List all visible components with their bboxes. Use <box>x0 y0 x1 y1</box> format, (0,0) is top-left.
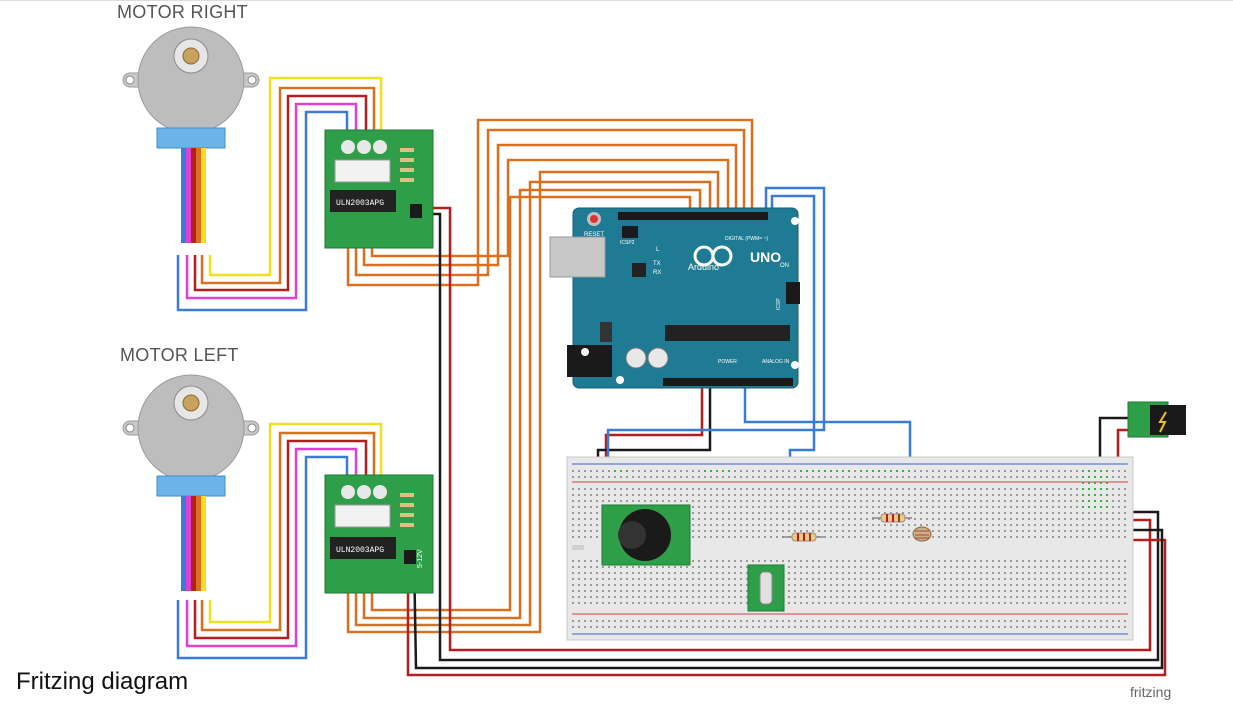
reset-label: RESET <box>584 232 604 238</box>
stepper-motor-left[interactable] <box>122 374 260 591</box>
power-header-label: POWER <box>718 359 737 365</box>
diagram-caption: Fritzing diagram <box>16 668 189 695</box>
stepper-driver-right[interactable]: ULN2003APG <box>324 129 434 249</box>
photoresistor[interactable] <box>912 526 932 542</box>
motor-left-label: MOTOR LEFT <box>120 345 239 365</box>
driver-power-wires <box>406 206 1167 677</box>
on-label: ON <box>780 263 789 269</box>
motor-right-wires <box>176 76 383 312</box>
driver-voltage-label: 5-12V <box>417 549 424 568</box>
rx-label: RX <box>653 270 661 276</box>
buzzer[interactable] <box>601 504 691 566</box>
motor-left-wires <box>176 422 383 660</box>
icsp-label: ICSP <box>776 298 782 310</box>
stepper-driver-left[interactable]: ULN2003APG 5-12V <box>324 474 434 594</box>
driver-chip-label-2: ULN2003APG <box>336 546 384 555</box>
power-jack[interactable] <box>1127 401 1186 438</box>
fritzing-logo: fritzing <box>1130 684 1172 700</box>
tx-label: TX <box>653 261 661 267</box>
driver-chip-label: ULN2003APG <box>336 199 384 208</box>
stepper-motor-right[interactable] <box>122 26 260 243</box>
motor-right-label: MOTOR RIGHT <box>117 2 248 22</box>
arduino-brand-label: Arduino <box>688 262 719 272</box>
control-wires <box>346 118 754 634</box>
icsp2-label: ICSP2 <box>620 240 635 246</box>
digital-header-label: DIGITAL (PWM= ~) <box>725 236 768 242</box>
arduino-uno-board[interactable]: RESET Arduino UNO DIGITAL (PWM= ~) ANALO… <box>549 207 800 389</box>
resistor-2[interactable] <box>872 513 912 523</box>
l-label: L <box>656 247 660 253</box>
analog-header-label: ANALOG IN <box>762 359 790 365</box>
resistor-1[interactable] <box>782 532 824 542</box>
switch-module[interactable] <box>747 564 785 612</box>
arduino-model-label: UNO <box>750 249 781 265</box>
